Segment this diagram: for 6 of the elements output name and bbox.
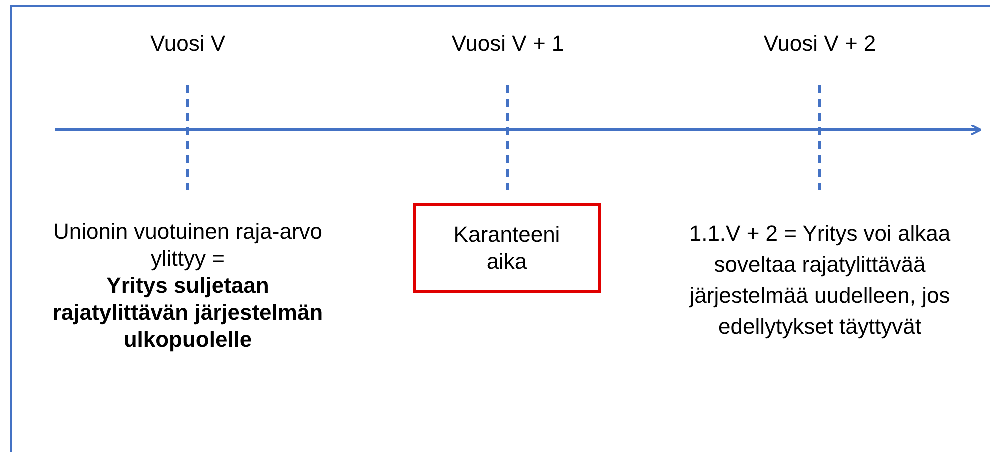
year-label: Vuosi V + 1	[450, 30, 566, 57]
year-label: Vuosi V	[149, 30, 226, 57]
event-text: 1.1.V + 2 = Yritys voi alkaa soveltaa rajatylittävää järjestelmää uudelleen, jos edellytykset täyttyvät	[688, 220, 952, 341]
year-label: Vuosi V + 2	[762, 30, 878, 57]
event-text: Unionin vuotuinen raja-arvo ylittyy = Yritys suljetaan rajatylittävän järjestelmän ulkopuolelle	[52, 218, 324, 353]
highlight-box: Karanteeni aika	[413, 203, 601, 293]
